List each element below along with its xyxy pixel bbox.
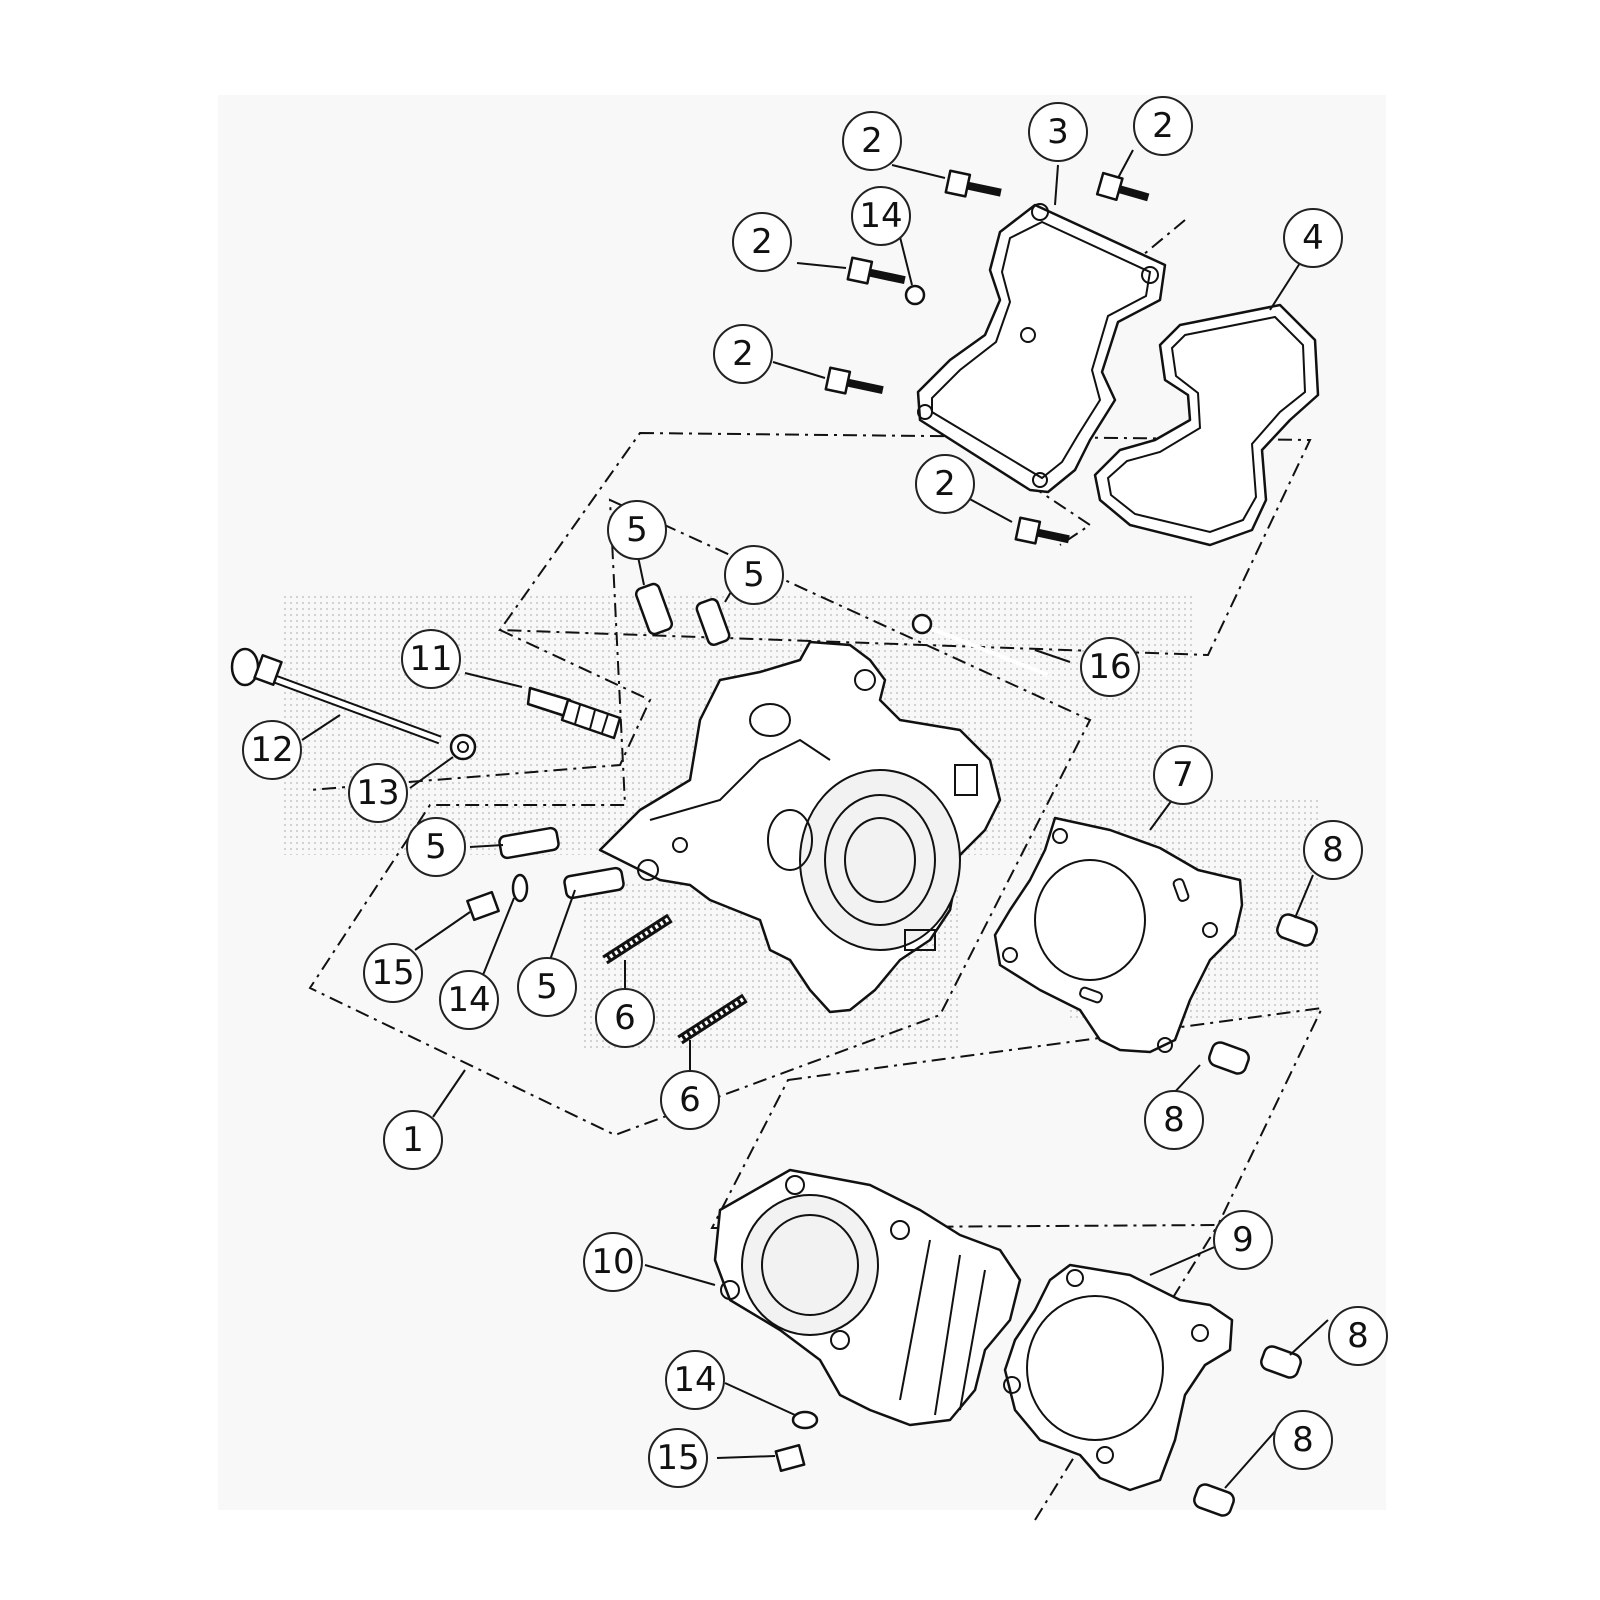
cover-gasket-part <box>1093 303 1320 547</box>
callout-5-left: 5 <box>406 817 466 877</box>
dowel-pins-part <box>498 582 731 900</box>
svg-text:14: 14 <box>673 1360 716 1400</box>
svg-text:8: 8 <box>1322 830 1344 870</box>
callout-8-middle: 8 <box>1144 1090 1204 1150</box>
svg-text:8: 8 <box>1292 1420 1314 1460</box>
small-bolt-washer-cylinder-part <box>774 1410 819 1473</box>
long-stud-part <box>911 613 1049 677</box>
callout-9: 9 <box>1213 1210 1273 1270</box>
washer-13-part <box>449 733 477 761</box>
svg-text:2: 2 <box>751 222 773 262</box>
callout-2-lower-left: 2 <box>713 324 773 384</box>
head-gasket-part <box>993 816 1244 1054</box>
callout-16: 16 <box>1080 637 1140 697</box>
callout-15-cylinder: 15 <box>648 1428 708 1488</box>
svg-text:15: 15 <box>656 1438 699 1478</box>
svg-text:1: 1 <box>402 1120 424 1160</box>
svg-text:14: 14 <box>859 196 902 236</box>
svg-text:7: 7 <box>1172 755 1194 795</box>
callout-14-cover: 14 <box>851 186 911 246</box>
callout-14-head: 14 <box>439 970 499 1030</box>
callout-11: 11 <box>401 629 461 689</box>
callout-2-top-right: 2 <box>1133 96 1193 156</box>
callout-8-bottom: 8 <box>1273 1410 1333 1470</box>
svg-text:10: 10 <box>591 1242 634 1282</box>
callout-5-top-right: 5 <box>724 545 784 605</box>
cylinder-part <box>713 1168 1022 1427</box>
callout-15-head: 15 <box>363 943 423 1003</box>
cylinder-head-part <box>598 640 1002 1014</box>
svg-text:5: 5 <box>743 555 765 595</box>
svg-text:15: 15 <box>371 953 414 993</box>
callout-12: 12 <box>242 720 302 780</box>
callout-6-lower: 6 <box>660 1070 720 1130</box>
svg-text:5: 5 <box>626 510 648 550</box>
callout-7: 7 <box>1153 745 1213 805</box>
svg-text:12: 12 <box>250 730 293 770</box>
callout-2-left: 2 <box>732 212 792 272</box>
svg-text:2: 2 <box>934 464 956 504</box>
svg-text:6: 6 <box>679 1080 701 1120</box>
svg-text:6: 6 <box>614 998 636 1038</box>
callout-3: 3 <box>1028 102 1088 162</box>
svg-text:4: 4 <box>1302 218 1324 258</box>
callout-2-bottom: 2 <box>915 454 975 514</box>
svg-text:16: 16 <box>1088 647 1131 687</box>
svg-text:2: 2 <box>732 334 754 374</box>
callout-8-upper: 8 <box>1303 820 1363 880</box>
svg-text:14: 14 <box>447 980 490 1020</box>
callout-8-lower-right: 8 <box>1328 1306 1388 1366</box>
callout-10: 10 <box>583 1232 643 1292</box>
long-bolt-part <box>230 647 442 745</box>
cover-bolts-part <box>824 169 1150 545</box>
callout-14-cylinder: 14 <box>665 1350 725 1410</box>
svg-text:8: 8 <box>1163 1100 1185 1140</box>
svg-text:11: 11 <box>409 639 452 679</box>
callout-13: 13 <box>348 763 408 823</box>
callout-6-upper: 6 <box>595 988 655 1048</box>
svg-text:2: 2 <box>861 121 883 161</box>
svg-text:9: 9 <box>1232 1220 1254 1260</box>
callout-5-top-left: 5 <box>607 500 667 560</box>
svg-text:5: 5 <box>536 967 558 1007</box>
svg-text:13: 13 <box>356 773 399 813</box>
callout-1: 1 <box>383 1110 443 1170</box>
small-bolt-washer-head-part <box>466 873 529 922</box>
washer-14-cover-part <box>904 284 926 306</box>
callout-2-top-left: 2 <box>842 111 902 171</box>
svg-text:8: 8 <box>1347 1316 1369 1356</box>
svg-text:3: 3 <box>1047 112 1069 152</box>
callout-4: 4 <box>1283 208 1343 268</box>
svg-text:5: 5 <box>425 827 447 867</box>
studs-part <box>602 913 748 1045</box>
base-gasket-part <box>1003 1263 1234 1492</box>
svg-text:2: 2 <box>1152 106 1174 146</box>
valve-cover-part <box>916 203 1167 494</box>
callout-5-bottom: 5 <box>517 957 577 1017</box>
spark-plug-part <box>526 686 622 740</box>
